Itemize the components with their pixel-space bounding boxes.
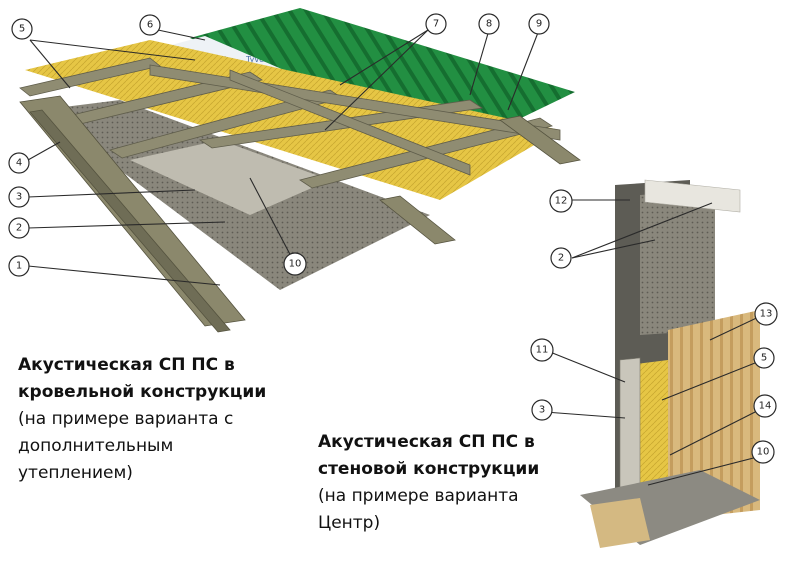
callout-8: 8 <box>478 13 500 35</box>
svg-text:3: 3 <box>16 192 22 203</box>
roof-caption-title-line2: кровельной конструкции <box>18 382 267 402</box>
wall-perforated-layer <box>640 190 715 335</box>
svg-text:10: 10 <box>289 259 302 270</box>
wall-caption-title-line2: стеновой конструкции <box>318 459 540 479</box>
roof-top-insulation <box>25 40 560 200</box>
callout-14: 14 <box>753 394 777 418</box>
svg-text:11: 11 <box>536 345 549 356</box>
roof-caption-note-line2: дополнительным <box>18 436 174 456</box>
svg-text:7: 7 <box>433 19 439 30</box>
roof-caption-note-line3: утеплением) <box>18 463 133 483</box>
wall-top-blocks <box>644 179 741 213</box>
svg-text:1: 1 <box>16 261 22 272</box>
callout-11: 11 <box>530 338 554 362</box>
svg-text:5: 5 <box>19 24 25 35</box>
roof-assembly <box>19 8 581 333</box>
wall-caption-note-line2: Центр) <box>318 513 381 533</box>
callout-3-wall: 3 <box>531 399 553 421</box>
callout-5-wall: 5 <box>753 347 775 369</box>
roof-caption-title-line1: Акустическая СП ПС в <box>18 355 235 375</box>
callout-2-roof: 2 <box>8 217 30 239</box>
svg-text:2: 2 <box>16 223 22 234</box>
callout-3-roof: 3 <box>8 186 30 208</box>
wall-facade-sheet <box>668 310 760 520</box>
wall-base-board <box>590 498 650 548</box>
svg-text:4: 4 <box>16 158 22 169</box>
callout-10-wall: 10 <box>751 440 775 464</box>
svg-text:6: 6 <box>147 20 153 31</box>
wall-caption-note-line1: (на примере варианта <box>318 486 519 506</box>
roof-caption-note-line1: (на примере варианта с <box>18 409 234 429</box>
callout-7: 7 <box>425 13 447 35</box>
callout-4: 4 <box>8 152 30 174</box>
callout-13: 13 <box>754 302 778 326</box>
roof-main-beams <box>19 95 581 333</box>
callout-6: 6 <box>139 14 161 36</box>
callout-10-roof: 10 <box>283 252 307 276</box>
svg-text:5: 5 <box>761 353 767 364</box>
svg-text:12: 12 <box>555 196 568 207</box>
wall-caption-title-line1: Акустическая СП ПС в <box>318 432 535 452</box>
svg-text:9: 9 <box>536 19 542 30</box>
callout-5-roof: 5 <box>11 18 33 40</box>
callout-12: 12 <box>549 189 573 213</box>
svg-text:2: 2 <box>558 253 564 264</box>
svg-text:8: 8 <box>486 19 492 30</box>
roof-bottom-insulation <box>130 140 330 215</box>
leader-lines <box>27 29 766 486</box>
svg-text:14: 14 <box>759 401 772 412</box>
svg-text:3: 3 <box>539 405 545 416</box>
callout-9: 9 <box>528 13 550 35</box>
callout-1: 1 <box>8 255 30 277</box>
svg-text:13: 13 <box>760 309 773 320</box>
wall-assembly <box>580 179 760 548</box>
svg-text:10: 10 <box>757 447 770 458</box>
callout-2-wall: 2 <box>550 247 572 269</box>
roof-caption: Акустическая СП ПС в кровельной конструк… <box>18 352 318 487</box>
wall-caption: Акустическая СП ПС в стеновой конструкци… <box>318 429 578 537</box>
roof-purlins <box>19 57 561 189</box>
